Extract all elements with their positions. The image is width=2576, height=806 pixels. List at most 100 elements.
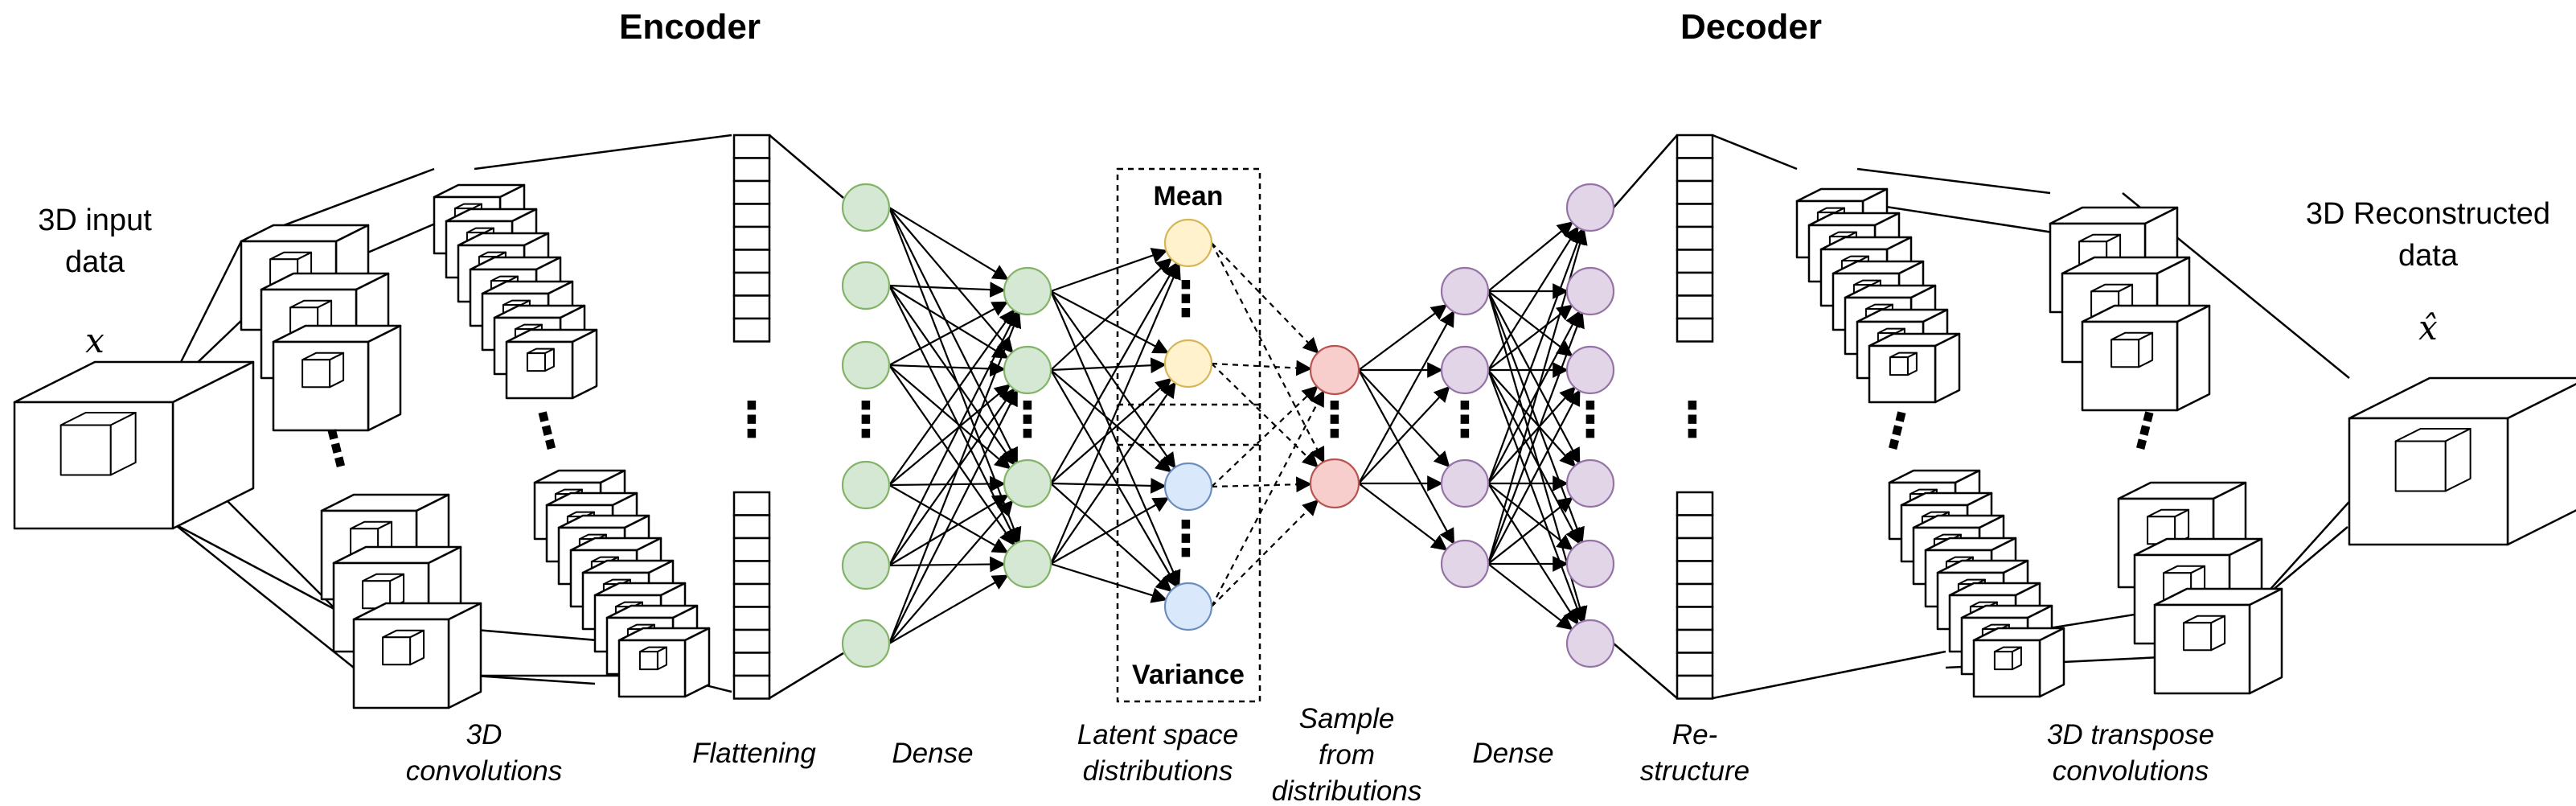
stage-label-transpose-line2: convolutions [2053,755,2209,787]
vector-cell [1676,225,1714,251]
dense-dec-output-node [1565,266,1615,316]
latent-arrow [1050,497,1170,565]
tconv1-cube [1972,627,2065,698]
dense-dec-output-node [1565,345,1615,395]
dense-enc-arrow [888,207,1009,281]
latent-arrow [1049,262,1181,565]
cube-kernel-front [2147,516,2176,545]
latent-arrow [1050,562,1168,603]
latent-arrow [1050,290,1176,469]
dense-enc-arrow [888,556,1006,573]
dense-enc-arrow [888,384,1011,486]
input-label-line1: 3D input [38,204,152,237]
cube-side-face [1934,332,1961,404]
cube-kernel-front [301,359,331,389]
dense-enc-hidden-node [1003,539,1052,589]
cube-side-face [683,627,711,698]
conn-restructure-tconv [1712,134,1798,171]
cube-side-face [2176,304,2211,412]
vector-cell [1676,582,1714,608]
dense-enc-arrow [888,207,1022,544]
cube-kernel-side [656,646,667,671]
ellipsis-restructure: ⋮ [1668,393,1717,446]
dense-dec-arrow [1487,386,1576,484]
dense-enc-arrow [888,207,1014,354]
latent-box-outer [1116,167,1261,703]
vector-cell [732,560,771,586]
dense-dec-arrow [1487,483,1573,551]
vector-cell [732,203,771,228]
dense-dec-output-node [1565,183,1615,232]
vector-cell [1676,514,1714,540]
sample-arrow [1211,389,1325,607]
stage-label-restructure-line2: structure [1640,755,1749,787]
dense-enc-arrow [888,484,1009,553]
vector-cell [1676,652,1714,677]
dense-enc-hidden-node [1003,459,1052,508]
dense-dec-arrow [1487,369,1585,623]
dense-enc-arrow [888,311,1022,644]
cube-side-face [447,602,482,709]
dense-enc-arrow [888,285,1015,466]
dense-enc-arrow [888,364,1011,470]
dense-enc-arrow [888,301,1009,366]
sample-arrow [1211,385,1319,487]
dense-dec-arrow [1358,483,1448,551]
input-label-line2: data [65,245,125,279]
vector-cell [732,179,771,205]
ellipsis-variance: ⋮ [1162,512,1210,565]
vector-cell [1676,134,1714,159]
cube-side-face [2038,627,2065,698]
dense-enc-arrow [888,207,1018,464]
cube-side-face [2248,587,2283,695]
vector-cell [732,606,771,631]
ellipsis-flatten: ⋮ [728,393,776,446]
stage-label-conv-line1: 3D [466,719,502,750]
cube-kernel-front [2110,339,2140,368]
dense-enc-arrow [888,282,1007,298]
dense-enc-arrow [888,308,1015,486]
cube-kernel-side [1906,352,1918,376]
vector-cell [732,225,771,251]
dense-enc-arrow [888,500,1014,644]
dense-dec-arrow [1487,369,1581,545]
vector-cell [732,249,771,274]
flatten-vector-top [732,134,771,343]
output-symbol: x̂ [2418,308,2438,347]
conv1-cube [272,324,402,432]
vector-cell [1676,674,1714,700]
dense-dec-output-node [1565,459,1615,508]
latent-mean-node [1163,218,1213,268]
vector-cell [732,514,771,540]
stage-label-dense-dec: Dense [1472,738,1553,769]
cube-kernel-front [2394,440,2447,492]
sample-node [1309,344,1360,396]
sample-node [1309,458,1360,509]
vector-cell [732,134,771,159]
output-label-line1: 3D Reconstructed [2306,197,2550,231]
cube-kernel-front [2183,622,2213,652]
dense-dec-hidden-node [1440,266,1490,316]
latent-variance-node [1163,462,1213,512]
ellipsis-dense-in: ⋮ [842,393,890,446]
conv2-cube [505,328,598,400]
vector-cell [1676,560,1714,586]
cube-kernel-front [638,651,658,671]
dense-enc-hidden-node [1003,345,1052,395]
dense-dec-arrow [1358,310,1454,484]
dense-enc-arrow [888,389,1018,644]
stage-label-sample-line3: distributions [1272,775,1422,806]
latent-arrow [1050,381,1176,565]
sample-arrow [1211,499,1319,607]
dense-dec-arrow [1487,228,1585,484]
cube-side-face [571,328,598,400]
dense-dec-hidden-node [1440,345,1490,395]
dense-dec-arrow [1487,290,1581,465]
dense-enc-arrow [888,574,1009,644]
dense-dec-output-node [1565,619,1615,668]
dense-enc-input-node [841,619,891,668]
dense-enc-arrow [888,388,1015,566]
dense-dec-output-node [1565,539,1615,589]
dense-dec-arrow [1487,496,1573,565]
ellipsis-dense-out: ⋮ [1566,393,1614,446]
